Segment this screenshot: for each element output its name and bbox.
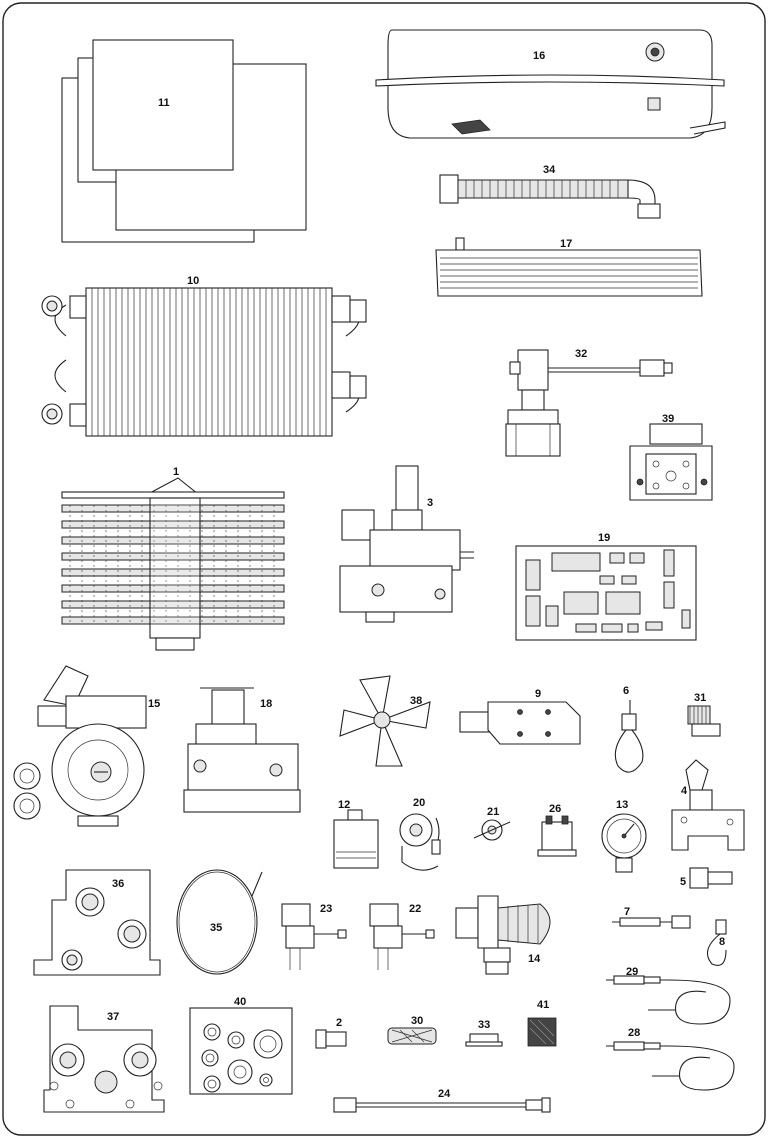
label-11: 11 <box>158 97 170 109</box>
label-6: 6 <box>623 685 629 697</box>
label-14: 14 <box>528 953 541 965</box>
part-filter-valve: 14 <box>455 895 551 975</box>
part-air-vent: 12 <box>333 799 379 869</box>
label-36: 36 <box>112 878 124 890</box>
label-17: 17 <box>560 238 572 250</box>
label-10: 10 <box>187 275 199 287</box>
label-4: 4 <box>681 785 688 797</box>
label-39: 39 <box>662 413 674 425</box>
label-40: 40 <box>234 996 246 1008</box>
part-sheets: 11 <box>61 39 307 243</box>
part-ntc-probe: 8 <box>706 919 727 966</box>
part-pressure-gauge: 13 <box>601 799 647 873</box>
part-thermostat: 20 <box>399 797 441 871</box>
part-capillary: 35 <box>176 869 263 975</box>
part-expansion-vessel: 16 <box>375 29 726 139</box>
label-28: 28 <box>628 1027 640 1039</box>
part-micro-switch-b: 22 <box>369 903 435 970</box>
part-solenoid-valve: 32 <box>505 348 673 457</box>
part-fan: 38 <box>339 675 431 767</box>
label-22: 22 <box>409 903 421 915</box>
label-30: 30 <box>411 1015 423 1027</box>
part-ignitor: 4 <box>671 759 745 851</box>
part-heat-exchanger: 10 <box>41 275 367 437</box>
label-3: 3 <box>427 497 433 509</box>
part-washer: 33 <box>465 1019 503 1047</box>
label-24: 24 <box>438 1088 451 1100</box>
label-9: 9 <box>535 688 541 700</box>
label-38: 38 <box>410 695 422 707</box>
label-41: 41 <box>537 999 549 1011</box>
label-33: 33 <box>478 1019 490 1031</box>
burner-rows <box>61 504 285 625</box>
label-1: 1 <box>173 466 179 478</box>
part-sensor: 21 <box>473 806 511 841</box>
part-flexible-hose: 34 <box>439 164 661 219</box>
part-gas-valve-2: 18 <box>183 687 301 813</box>
part-manifold-left: 36 <box>33 869 161 976</box>
label-13: 13 <box>616 799 628 811</box>
part-gas-valve: 3 <box>339 465 474 623</box>
label-23: 23 <box>320 903 332 915</box>
label-32: 32 <box>575 348 587 360</box>
part-bracket: 39 <box>629 413 713 501</box>
part-switch: 26 <box>537 803 577 857</box>
part-block: 9 <box>459 688 581 745</box>
part-seal-kit: 40 <box>189 996 293 1095</box>
part-micro-switch-a: 23 <box>281 903 347 970</box>
label-18: 18 <box>260 698 272 710</box>
label-20: 20 <box>413 797 425 809</box>
part-probe-28: 28 <box>606 1027 735 1091</box>
label-19: 19 <box>598 532 610 544</box>
part-nipple: 2 <box>315 1017 347 1049</box>
label-35: 35 <box>210 922 222 934</box>
label-15: 15 <box>148 698 160 710</box>
label-37: 37 <box>107 1011 119 1023</box>
label-12: 12 <box>338 799 350 811</box>
part-knob: 31 <box>687 692 721 737</box>
label-21: 21 <box>487 806 499 818</box>
label-7: 7 <box>624 906 630 918</box>
part-pcb: 19 <box>515 532 697 641</box>
part-electrode: 7 <box>612 906 691 929</box>
part-pump: 15 <box>13 665 160 827</box>
part-mesh: 30 <box>387 1015 437 1045</box>
part-hood: 17 <box>435 237 703 297</box>
part-probe: 6 <box>614 685 644 773</box>
label-31: 31 <box>694 692 706 704</box>
label-34: 34 <box>543 164 556 176</box>
label-5: 5 <box>680 876 686 888</box>
label-16: 16 <box>533 50 545 62</box>
label-2: 2 <box>336 1017 342 1029</box>
part-insulation: 41 <box>527 999 557 1047</box>
part-connector: 5 <box>680 867 733 889</box>
label-8: 8 <box>719 936 725 948</box>
label-29: 29 <box>626 966 638 978</box>
part-burner: 1 <box>61 466 285 651</box>
part-cable: 24 <box>333 1088 551 1113</box>
label-26: 26 <box>549 803 561 815</box>
part-manifold-right: 37 <box>43 1005 165 1113</box>
part-probe-29: 29 <box>606 966 731 1025</box>
